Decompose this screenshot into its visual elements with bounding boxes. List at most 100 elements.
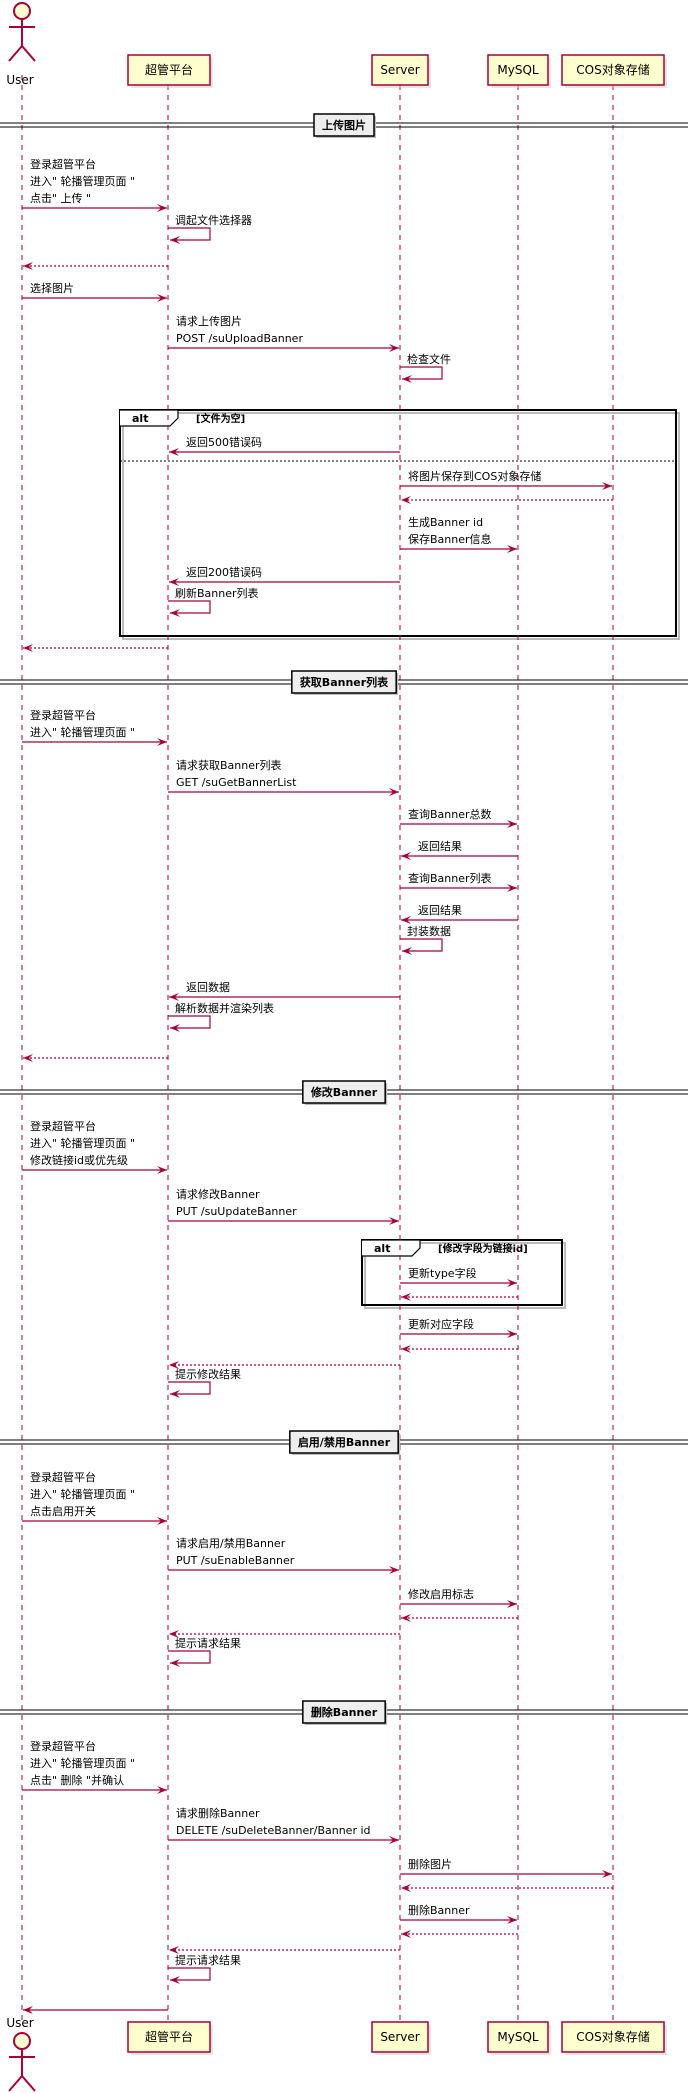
message-m18: 查询Banner列表 [400,871,517,892]
participant-label-cos: COS对象存储 [576,62,649,77]
participant-label-mysql: MySQL [497,63,539,77]
message-label: 生成Banner id [408,515,483,529]
alt-keyword: alt [374,1242,390,1255]
message-label: 请求上传图片 [176,315,242,328]
message-label: PUT /suUpdateBanner [176,1205,297,1218]
participant-server: Server [371,54,431,88]
participant-label-server: Server [380,63,419,77]
message-m20: 封装数据 [400,924,451,955]
message-label: 选择图片 [30,281,74,295]
message-label: 返回500错误码 [186,435,262,449]
message-label: 请求启用/禁用Banner [176,1537,286,1550]
message-label: 点击启用开关 [30,1504,96,1518]
message-label: 封装数据 [407,924,451,938]
message-label: 请求获取Banner列表 [176,758,282,772]
alt-keyword: alt [132,412,148,425]
message-label: POST /suUploadBanner [176,332,303,345]
message-m16: 查询Banner总数 [400,807,517,828]
actor-user-top: User [6,2,36,87]
message-label: 提示请求结果 [175,1637,241,1650]
message-m40: 删除图片 [400,1857,612,1878]
message-label: 点击" 上传 " [30,192,91,205]
participant-label-admin: 超管平台 [145,62,193,77]
message-m15: 请求获取Banner列表 GET /suGetBannerList [168,758,399,796]
message-label: 修改启用标志 [408,1587,474,1601]
message-label: 进入" 轮播管理页面 " [30,1487,135,1501]
message-label: 将图片保存到COS对象存储 [408,469,541,483]
participant-label-server: Server [380,2030,419,2044]
section-s4: 启用/禁用Banner [0,1430,688,1455]
section-s1: 上传图片 [0,113,688,138]
message-label: 解析数据并渲染列表 [175,1001,274,1015]
participant-cos: COS对象存储 [561,54,667,88]
participant-label-user: User [6,73,33,87]
participant-label-user: User [6,2016,33,2030]
message-m21: 返回数据 [169,980,400,1001]
message-label: 提示请求结果 [175,1954,241,1967]
message-label: 进入" 轮播管理页面 " [30,1136,135,1150]
message-m22: 解析数据并渲染列表 [168,1001,274,1032]
message-label: DELETE /suDeleteBanner/Banner id [176,1824,371,1837]
message-label: 返回结果 [418,904,462,917]
message-label: 进入" 轮播管理页面 " [30,725,135,739]
participant-label-cos: COS对象存储 [576,2029,649,2044]
participant-mysql: MySQL [487,54,551,88]
message-label: GET /suGetBannerList [176,776,297,789]
message-label: 保存Banner信息 [408,532,492,546]
message-m34: 修改启用标志 [400,1587,517,1608]
message-label: 查询Banner总数 [408,807,492,821]
message-label: 点击" 删除 "并确认 [30,1773,124,1787]
message-m4: 选择图片 [22,281,167,302]
section-title: 修改Banner [310,1085,378,1099]
message-label: 删除图片 [408,1857,452,1871]
message-label: 登录超管平台 [30,708,96,722]
message-m26: 更新type字段 [400,1266,517,1287]
message-m2: 调起文件选择器 [168,213,252,244]
message-m19: 返回结果 [401,904,518,924]
message-label: 进入" 轮播管理页面 " [30,174,135,188]
message-label: 调起文件选择器 [175,213,252,227]
alt-frame-a2: alt [修改字段为链接id] [361,1239,566,1309]
actor-user-bottom: User [6,2016,36,2092]
participant-label-mysql: MySQL [497,2030,539,2044]
message-m11: 返回200错误码 [169,565,400,586]
section-s2: 获取Banner列表 [0,670,688,695]
participant-label-admin: 超管平台 [145,2029,193,2044]
message-label: 返回结果 [418,840,462,853]
message-label: 登录超管平台 [30,1119,96,1133]
message-label: 进入" 轮播管理页面 " [30,1756,135,1770]
section-title: 获取Banner列表 [300,675,389,689]
alt-guard: [修改字段为链接id] [438,1242,528,1255]
section-title: 删除Banner [311,1705,378,1719]
message-m5: 请求上传图片 POST /suUploadBanner [168,315,399,352]
message-label: 刷新Banner列表 [175,586,259,600]
participant-server: Server [371,2021,431,2055]
section-s3: 修改Banner [0,1080,688,1105]
participant-admin: 超管平台 [127,54,213,88]
message-m17: 返回结果 [401,840,518,860]
message-label: 请求删除Banner [176,1806,260,1820]
section-title: 上传图片 [322,118,366,132]
message-label: 登录超管平台 [30,1739,96,1753]
section-s5: 删除Banner [0,1700,688,1725]
message-m28: 更新对应字段 [400,1317,517,1338]
message-label: 登录超管平台 [30,1470,96,1484]
message-label: 更新type字段 [408,1266,477,1280]
message-m31: 提示修改结果 [168,1367,241,1398]
message-label: 修改链接id或优先级 [30,1153,128,1167]
message-label: 查询Banner列表 [408,871,492,885]
message-m42: 删除Banner [400,1903,517,1924]
message-m45: 提示请求结果 [168,1954,241,1984]
message-label: PUT /suEnableBanner [176,1554,295,1567]
message-label: 登录超管平台 [30,157,96,171]
message-m7: 返回500错误码 [169,435,400,456]
message-label: 返回200错误码 [186,565,262,579]
participant-cos: COS对象存储 [561,2021,667,2055]
